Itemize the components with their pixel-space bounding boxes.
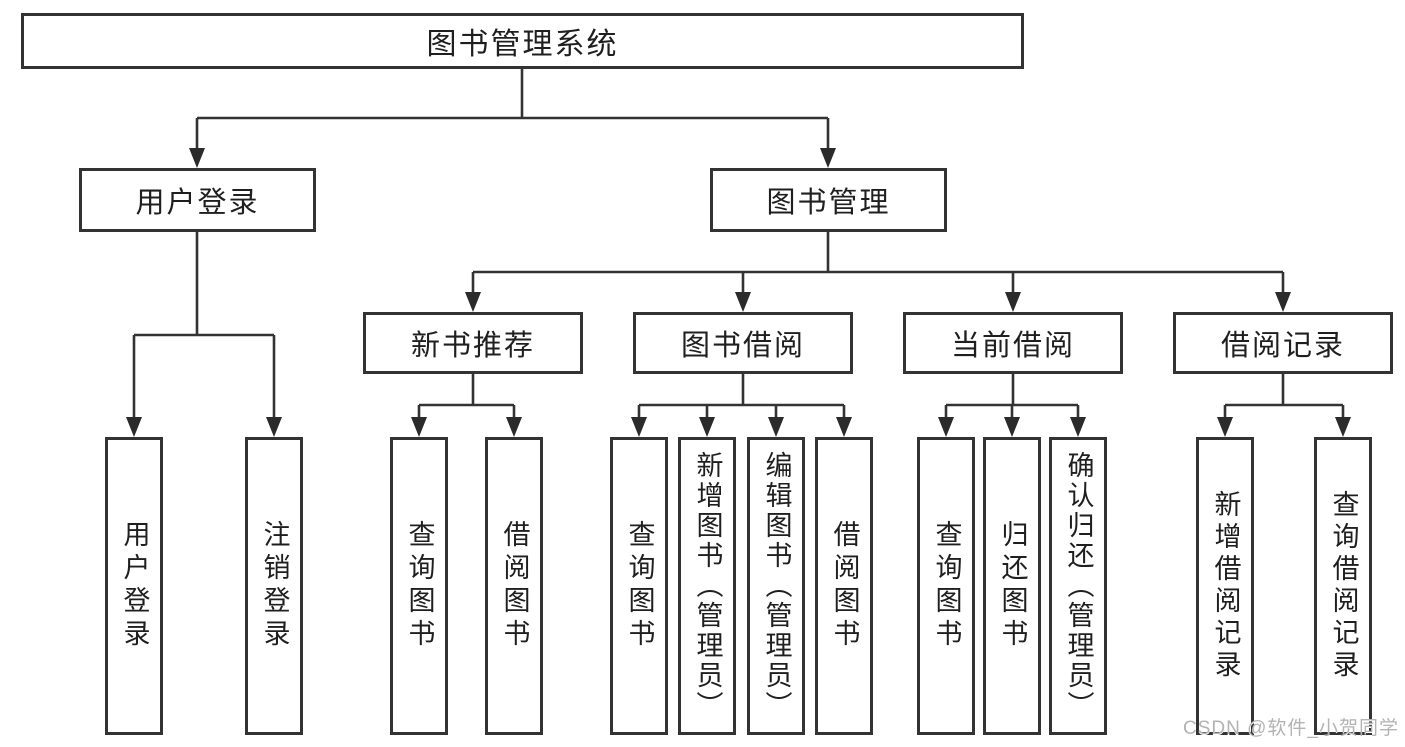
node-book-borrow: 图书借阅 bbox=[633, 312, 853, 374]
node-leaf-br-add-record: 新增借阅记录 bbox=[1196, 437, 1254, 735]
node-leaf-cb-query-books: 查询图书 bbox=[917, 437, 975, 735]
node-leaf-cb-confirm-return-admin: 确认归还（管理员） bbox=[1049, 437, 1107, 735]
node-leaf-bb-borrow-books: 借阅图书 bbox=[815, 437, 873, 735]
node-leaf-cb-return-books: 归还图书 bbox=[983, 437, 1041, 735]
csdn-watermark: CSDN @软件_小贺同学 bbox=[1183, 718, 1399, 739]
node-user-login: 用户登录 bbox=[79, 168, 316, 232]
node-leaf-user-login: 用户登录 bbox=[105, 437, 163, 735]
node-root: 图书管理系统 bbox=[21, 13, 1024, 69]
node-current-borrow: 当前借阅 bbox=[903, 312, 1123, 374]
arrowheads bbox=[126, 148, 1351, 437]
node-book-mgmt: 图书管理 bbox=[710, 168, 947, 232]
node-borrow-records: 借阅记录 bbox=[1173, 312, 1393, 374]
node-leaf-nbr-query-books: 查询图书 bbox=[390, 437, 448, 735]
node-leaf-bb-query-books: 查询图书 bbox=[610, 437, 668, 735]
node-new-book-rec: 新书推荐 bbox=[363, 312, 583, 374]
node-leaf-bb-add-books-admin: 新增图书（管理员） bbox=[678, 437, 736, 735]
node-leaf-logout: 注销登录 bbox=[245, 437, 303, 735]
node-leaf-bb-edit-books-admin: 编辑图书（管理员） bbox=[747, 437, 805, 735]
node-leaf-br-query-record: 查询借阅记录 bbox=[1314, 437, 1372, 735]
node-leaf-nbr-borrow-books: 借阅图书 bbox=[485, 437, 543, 735]
